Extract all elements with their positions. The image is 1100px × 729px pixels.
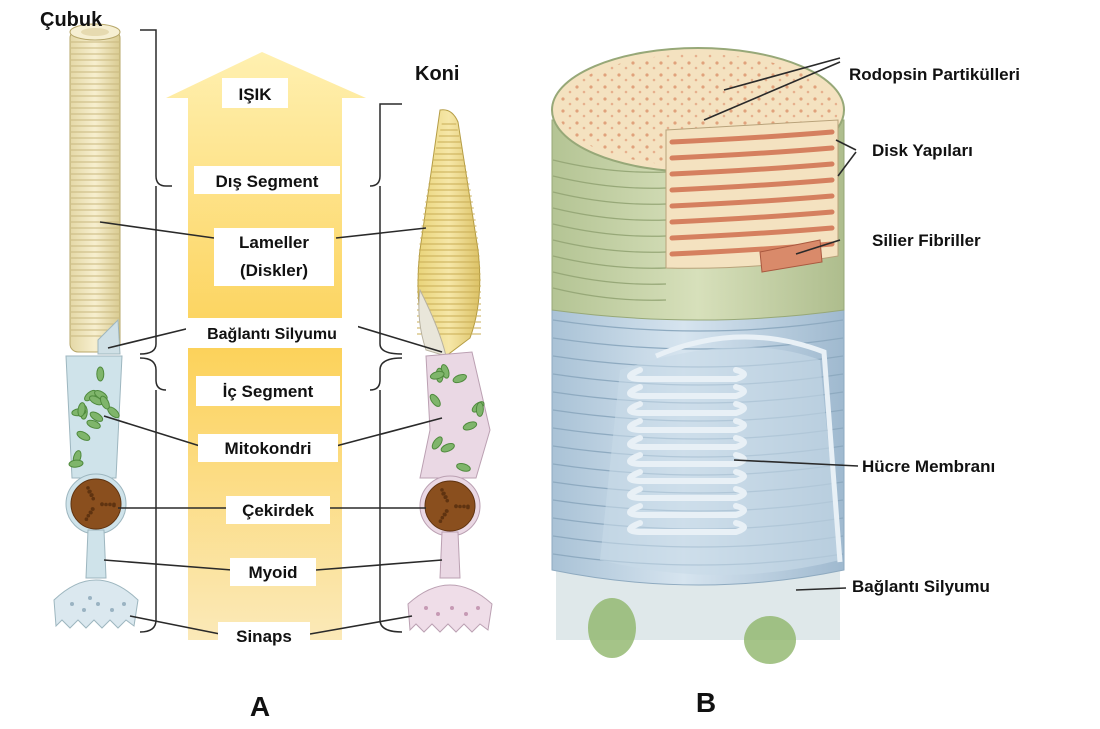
mitochondria-label: Mitokondri xyxy=(225,439,312,458)
figure-b: Rodopsin Partikülleri Disk Yapıları Sili… xyxy=(552,48,1020,718)
synapse-label: Sinaps xyxy=(236,627,292,646)
rod-title: Çubuk xyxy=(40,9,103,31)
nucleus-label: Çekirdek xyxy=(242,501,314,520)
connecting-cilium-label-a: Bağlantı Silyumu xyxy=(207,326,337,343)
rod-cell xyxy=(54,24,138,628)
cell-membrane-label: Hücre Membranı xyxy=(862,457,995,476)
lamellae-label-line2: (Diskler) xyxy=(240,261,308,280)
light-label: IŞIK xyxy=(238,85,272,104)
figure-b-letter: B xyxy=(696,687,716,718)
outer-segment-label: Dış Segment xyxy=(216,172,319,191)
figure-a-letter: A xyxy=(250,691,270,722)
myoid-label: Myoid xyxy=(248,563,297,582)
rhodopsin-particles-label: Rodopsin Partikülleri xyxy=(849,65,1020,84)
cone-title: Koni xyxy=(415,63,459,85)
ciliary-fibrils-label: Silier Fibriller xyxy=(872,231,981,250)
disk-structures-label: Disk Yapıları xyxy=(872,141,973,160)
inner-segment-label: İç Segment xyxy=(223,382,314,401)
connecting-cilium-label-b: Bağlantı Silyumu xyxy=(852,577,990,596)
cone-cell xyxy=(408,110,492,632)
membrane-folds xyxy=(600,337,840,575)
lamellae-label-line1: Lameller xyxy=(239,233,309,252)
figure-a: IŞIK xyxy=(40,9,492,722)
